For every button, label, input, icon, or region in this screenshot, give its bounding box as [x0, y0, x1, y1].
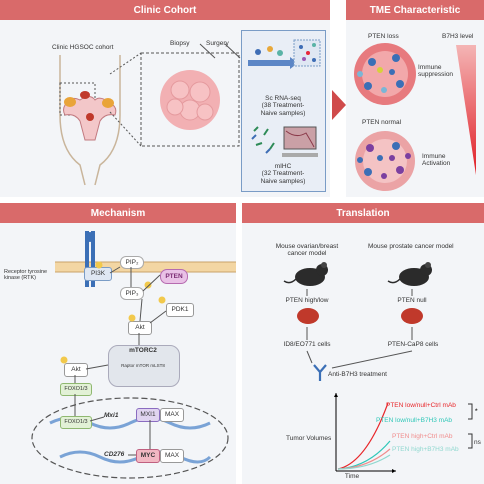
translation-panel: Translation Mouse ovarian/breast cancer … — [242, 203, 484, 484]
akt-node-top: Akt — [128, 321, 152, 335]
tumor-volume-chart — [334, 393, 396, 473]
max-protein-top: MAX — [160, 408, 184, 422]
mihc-label: mIHC (32 Treatment- Naive samples) — [260, 163, 306, 185]
curve-pten-low-ctrl — [337, 402, 389, 470]
scrna-label: Sc RNA-seq (38 Treatment- Naive samples) — [260, 95, 306, 117]
b7h3-gradient-wedge — [456, 45, 476, 175]
pten-loss-label: PTEN loss — [368, 33, 399, 40]
tumor-mass-illustration — [109, 52, 240, 147]
significance-ns: ns — [474, 439, 481, 446]
legend-item-2: PTEN low/null+B7H3 mAb — [376, 417, 453, 424]
pip2-node: PIP₂ — [120, 256, 144, 269]
immune-activation-label: Immune Activation — [422, 153, 451, 168]
legend-item-4: PTEN high+B7H3 mAb — [392, 446, 459, 453]
rtk-label: Receptor tyrosine kinase (RTK) — [4, 269, 48, 282]
surgery-label: Surgery — [206, 40, 229, 47]
mtorc2-complex — [108, 345, 180, 387]
pten-normal-label: PTEN normal — [362, 119, 402, 126]
foxo-node-nucleus: FOXO1/3 — [60, 416, 92, 429]
tumor-icon-1 — [297, 308, 319, 324]
mouse-icon-1 — [283, 262, 328, 286]
mihc-icon — [251, 126, 318, 157]
pip3-node: PIP₃ — [120, 287, 144, 300]
pten-node: PTEN — [160, 269, 188, 284]
workflow-arrows — [199, 43, 241, 59]
flow-arrows — [306, 289, 413, 369]
curve-pten-high-b7h3 — [337, 454, 391, 470]
significance-brackets — [468, 403, 473, 449]
cohort-label: Clinic HGSOC cohort — [52, 44, 114, 51]
max-protein-bottom: MAX — [160, 449, 184, 463]
clinic-to-tme-arrow — [332, 90, 346, 120]
mtorc2-subunits: Raptor mTOR mLST8 — [121, 363, 165, 368]
significance-star: * — [475, 408, 478, 415]
phospho-markers — [60, 261, 167, 456]
pten-normal-tumor — [355, 131, 415, 191]
pdk1-node: PDK1 — [166, 303, 194, 317]
clinic-cohort-panel: Clinic Cohort Clinic HGSOC cohort Biopsy… — [0, 0, 330, 197]
pten-loss-tumor — [354, 43, 416, 105]
foxo-node-cytoplasm: FOXO1/3 — [60, 383, 92, 396]
tumor-icon-2 — [401, 308, 423, 324]
tme-title: TME Characteristic — [346, 0, 484, 20]
cd276-gene-label: CD276 — [104, 451, 125, 458]
clinic-cohort-title: Clinic Cohort — [0, 0, 330, 20]
b7h3-level-label: B7H3 level — [442, 33, 474, 40]
treatment-label: Anti-B7H3 treatment — [328, 371, 387, 378]
mouse-model-1-label: Mouse ovarian/breast cancer model — [275, 243, 339, 258]
cells-2-label: PTEN-CaP8 cells — [387, 341, 439, 348]
legend-item-3: PTEN high+Ctrl mAb — [392, 433, 453, 440]
myc-protein: MYC — [136, 449, 160, 463]
mxi1-protein: MXI1 — [136, 408, 160, 422]
mechanism-panel: Mechanism Receptor tyrosine kinase (RTK)… — [0, 203, 236, 484]
mouse-model-2-label: Mouse prostate cancer model — [368, 243, 454, 250]
mtorc2-label: mTORC2 — [129, 347, 157, 354]
tme-panel: TME Characteristic PTEN loss B7H3 level … — [346, 0, 484, 197]
pten-null-label: PTEN null — [397, 297, 427, 304]
cells-1-label: ID8/EO771 cells — [283, 341, 331, 348]
legend-item-1: PTEN low/null+Ctrl mAb — [386, 402, 456, 409]
immune-suppression-label: Immune suppression — [418, 64, 454, 79]
mxi1-gene-label: Mxi1 — [104, 412, 119, 419]
rtk-receptor — [85, 231, 95, 287]
biopsy-label: Biopsy — [170, 40, 190, 47]
antibody-icon — [313, 364, 327, 381]
mouse-icon-2 — [387, 262, 432, 286]
tumor-volume-axis-label: Tumor Volumes — [286, 435, 332, 442]
mechanism-title: Mechanism — [0, 203, 236, 223]
pten-highlow-label: PTEN high/low — [285, 297, 329, 304]
time-axis-label: Time — [344, 473, 360, 480]
scrna-icon — [248, 39, 321, 69]
translation-title: Translation — [242, 203, 484, 223]
akt-node-mid: Akt — [64, 363, 88, 377]
uterus-illustration — [59, 55, 121, 186]
